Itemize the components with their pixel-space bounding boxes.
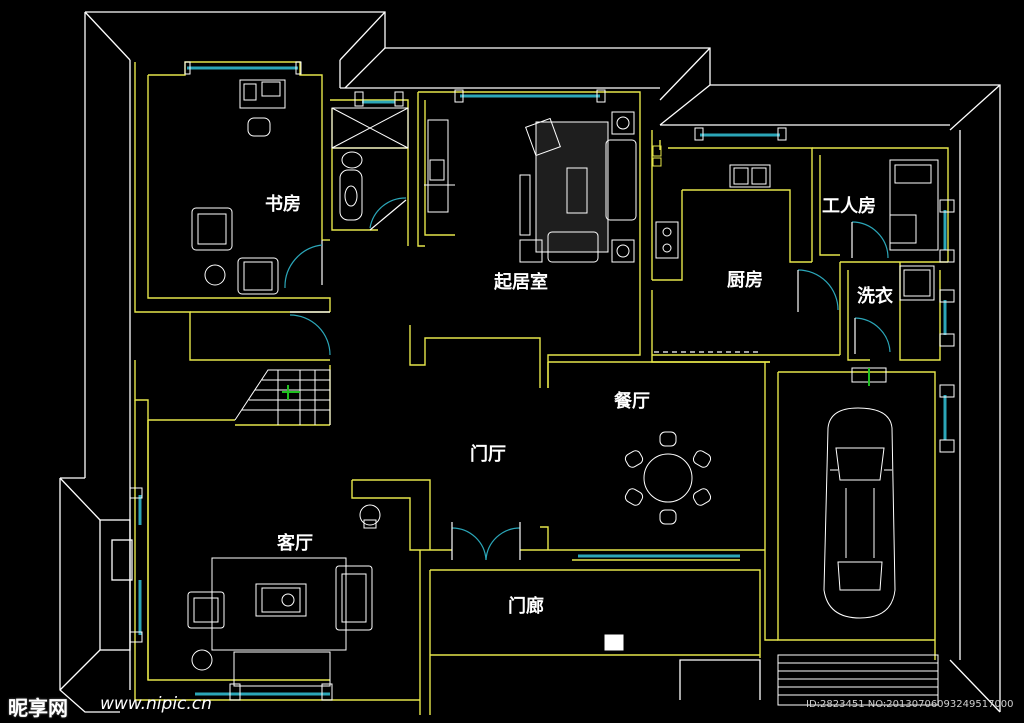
watermark-id: ID:2823451 NO:20130706093249517000 <box>806 699 1014 710</box>
room-label-maid-room: 工人房 <box>822 196 876 217</box>
furniture-maid-laundry <box>851 159 939 386</box>
room-label-laundry: 洗衣 <box>857 286 893 307</box>
furniture-family-room <box>519 111 637 263</box>
furniture-study <box>191 79 286 295</box>
room-label-family-room: 起居室 <box>494 272 548 293</box>
roof-outline <box>59 11 1001 713</box>
room-label-kitchen: 厨房 <box>727 270 763 291</box>
room-label-foyer: 门厅 <box>470 444 506 465</box>
stairs <box>234 369 331 425</box>
watermark-site: www.nipic.cn <box>100 694 212 714</box>
furniture-bath <box>331 107 455 221</box>
doors <box>284 197 891 561</box>
furniture-kitchen <box>652 145 771 259</box>
windows <box>138 66 947 696</box>
room-label-porch: 门廊 <box>508 596 544 617</box>
room-label-dining: 餐厅 <box>614 391 650 412</box>
garage-steps <box>604 634 939 706</box>
car-garage <box>823 407 896 619</box>
walls <box>134 61 949 715</box>
room-label-living: 客厅 <box>277 533 313 554</box>
room-label-study: 书房 <box>265 194 301 215</box>
furniture-living <box>187 504 381 701</box>
window-frames <box>129 61 955 643</box>
furniture-dining <box>624 431 712 525</box>
watermark-logo: 昵享网 <box>8 696 68 720</box>
